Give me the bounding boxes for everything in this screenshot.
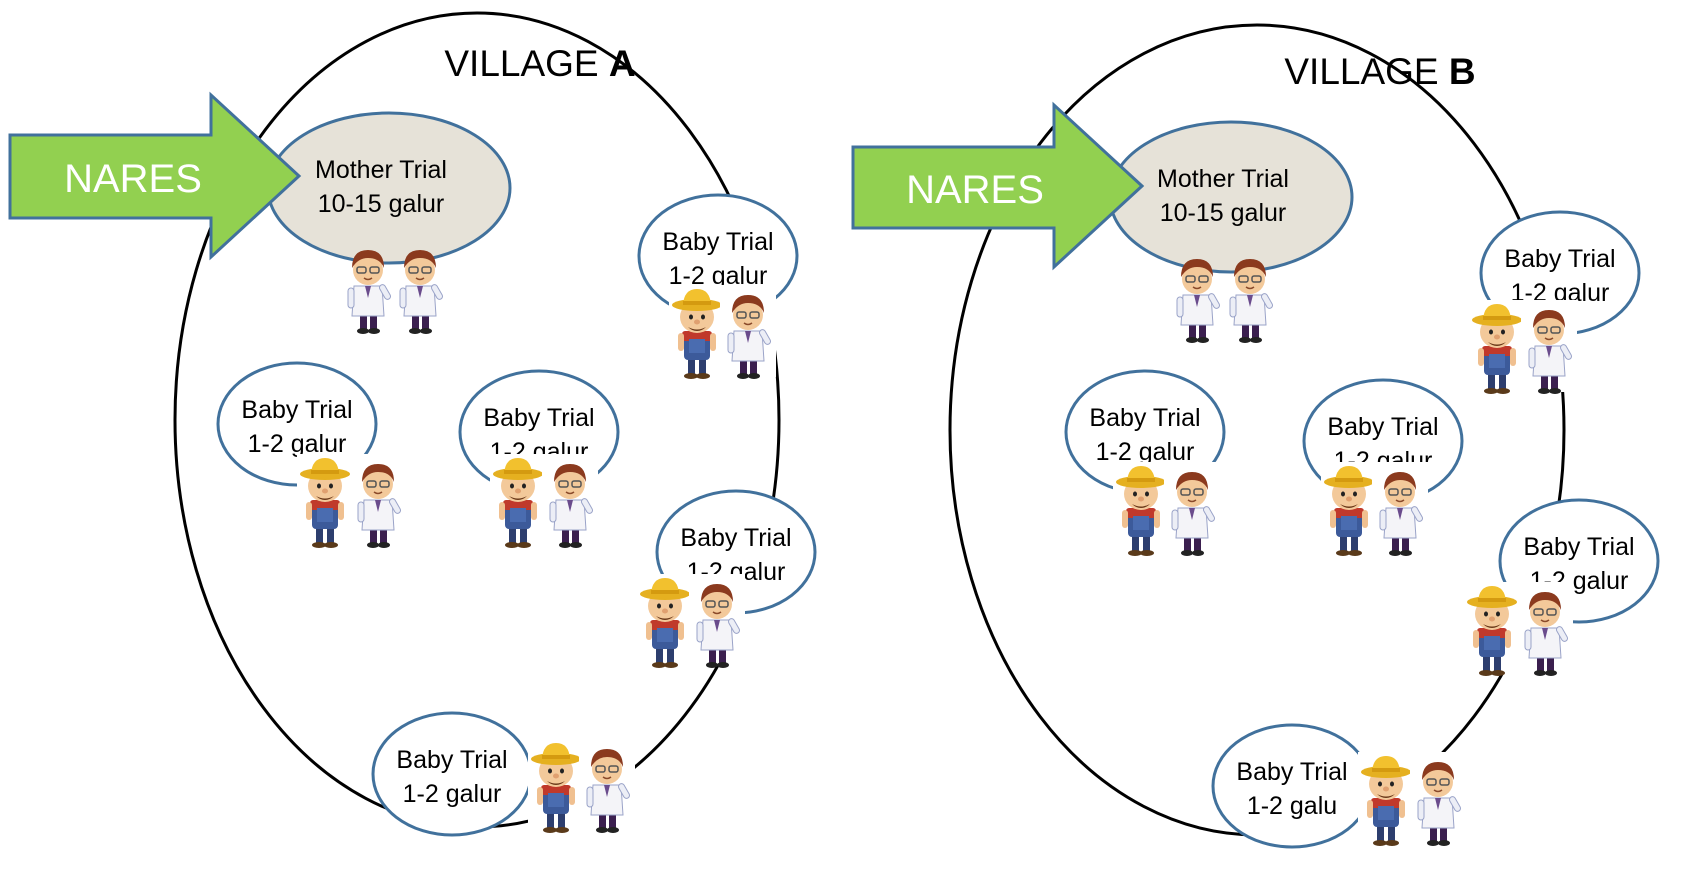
baby-trial: Baby Trial 1-2 galu	[1211, 723, 1466, 849]
baby-trial-bubble	[371, 711, 533, 837]
baby-trial-title: Baby Trial	[396, 746, 507, 774]
baby-trial: Baby Trial 1-2 galur	[1064, 369, 1226, 557]
scientist-icon	[1229, 258, 1275, 344]
scientist-icon	[399, 249, 445, 335]
baby-trial: Baby Trial 1-2 galur	[216, 361, 406, 549]
mother-trial-bubble	[1108, 120, 1354, 274]
mother-trial-count: 10-15 galur	[318, 190, 444, 218]
mother-trial-title: Mother Trial	[1157, 165, 1289, 193]
baby-trial-count: 1-2 galur	[403, 780, 502, 808]
baby-trial-title: Baby Trial	[1523, 533, 1634, 561]
mother-trial-count: 10-15 galur	[1160, 199, 1286, 227]
village-title-letter: A	[609, 43, 636, 84]
baby-trial-count: 1-2 galu	[1247, 792, 1337, 820]
baby-trial-title: Baby Trial	[1327, 413, 1438, 441]
baby-trial-title: Baby Trial	[241, 396, 352, 424]
baby-trial-title: Baby Trial	[1236, 758, 1347, 786]
mother-trial-bubble	[266, 111, 512, 265]
baby-trial-count: 1-2 galur	[1096, 438, 1195, 466]
village-group: VILLAGE B Mother Trial 10-15 galur NARES Bab…	[851, 23, 1660, 849]
village-title-prefix: VILLAGE	[1284, 51, 1449, 92]
baby-trial-title: Baby Trial	[1504, 245, 1615, 273]
village-title: VILLAGE A	[444, 43, 635, 84]
village-title-prefix: VILLAGE	[444, 43, 609, 84]
baby-trial: Baby Trial 1-2 galur	[371, 711, 635, 837]
nares-label: NARES	[906, 168, 1044, 212]
right-arrow-icon	[851, 101, 1145, 271]
baby-trial-count: 1-2 galur	[248, 430, 347, 458]
right-arrow-icon	[8, 91, 302, 261]
village-title-letter: B	[1449, 51, 1476, 92]
village-group: VILLAGE A Mother Trial 10-15 galur NARES Bab…	[8, 11, 817, 837]
baby-trial-bubble	[1211, 723, 1373, 849]
village-title: VILLAGE B	[1284, 51, 1475, 92]
baby-trial-title: Baby Trial	[662, 228, 773, 256]
baby-trial-title: Baby Trial	[680, 524, 791, 552]
baby-trial-title: Baby Trial	[1089, 404, 1200, 432]
baby-trial-title: Baby Trial	[483, 404, 594, 432]
nares-label: NARES	[64, 157, 202, 201]
mother-trial-title: Mother Trial	[315, 156, 447, 184]
